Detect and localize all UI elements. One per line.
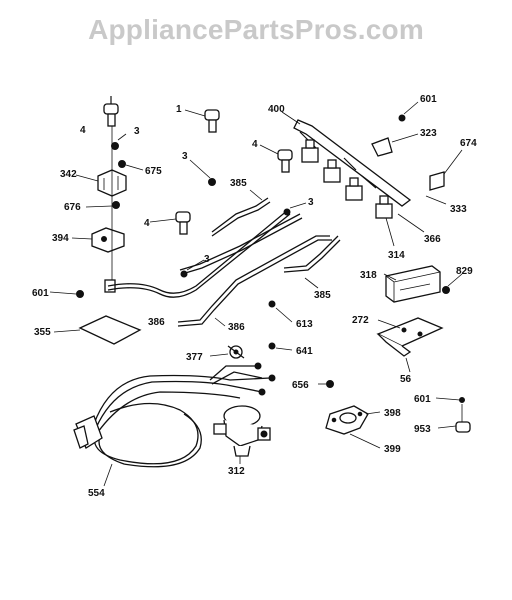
screw-part-675[interactable]	[118, 160, 126, 168]
label-3c: 3	[308, 197, 314, 208]
tube-part-386-long[interactable]	[107, 209, 289, 294]
regulator-part-312[interactable]	[213, 405, 271, 457]
label-3b: 3	[182, 151, 188, 162]
burner-valve-a[interactable]	[301, 139, 319, 163]
wire-harness-part-554[interactable]	[73, 362, 276, 468]
label-641: 641	[296, 346, 313, 357]
label-656: 656	[292, 380, 309, 391]
label-554: 554	[88, 488, 105, 499]
screw-part-641[interactable]	[268, 342, 276, 350]
label-366: 366	[424, 234, 441, 245]
bracket-part-674[interactable]	[429, 171, 445, 191]
label-386a: 386	[148, 317, 165, 328]
tube-part-386-mid[interactable]	[179, 213, 301, 271]
label-377: 377	[186, 352, 203, 363]
screw-part-829[interactable]	[442, 286, 450, 294]
label-4a: 4	[80, 125, 86, 136]
label-386b: 386	[228, 322, 245, 333]
label-1: 1	[176, 104, 182, 115]
clip-part-323[interactable]	[371, 137, 393, 157]
label-613: 613	[296, 319, 313, 330]
label-3d: 3	[204, 254, 210, 265]
screw-part-656[interactable]	[326, 380, 334, 388]
valve-part-4-lower[interactable]	[175, 211, 191, 235]
label-318: 318	[360, 270, 377, 281]
igniter-module-part-318[interactable]	[385, 265, 441, 303]
label-312: 312	[228, 466, 245, 477]
screw-part-601-top[interactable]	[398, 114, 406, 122]
tube-part-386-right[interactable]	[177, 235, 330, 323]
label-674: 674	[460, 138, 477, 149]
burner-valve-314[interactable]	[375, 195, 393, 219]
label-323: 323	[420, 128, 437, 139]
screw-part-601-left[interactable]	[76, 290, 84, 298]
label-314: 314	[388, 250, 405, 261]
label-272: 272	[352, 315, 369, 326]
valve-part-1[interactable]	[204, 109, 220, 133]
label-400: 400	[268, 104, 285, 115]
label-675: 675	[145, 166, 162, 177]
bracket-part-394[interactable]	[91, 227, 125, 253]
watermark: AppliancePartsPros.com	[88, 14, 424, 45]
screw-part-3-center[interactable]	[208, 178, 216, 186]
plate-part-56[interactable]	[377, 333, 412, 357]
valve-part-4-center[interactable]	[277, 149, 293, 173]
label-56: 56	[400, 374, 412, 385]
label-394: 394	[52, 233, 69, 244]
label-355: 355	[34, 327, 51, 338]
burner-valve-b[interactable]	[323, 159, 341, 183]
clamp-part-377[interactable]	[227, 345, 245, 359]
label-601a: 601	[32, 288, 49, 299]
tube-part-385-lower[interactable]	[283, 235, 339, 269]
label-601c: 601	[414, 394, 431, 405]
valve-part-4-top[interactable]	[103, 96, 119, 127]
screw-part-601-bottom[interactable]	[459, 397, 465, 403]
screw-part-613[interactable]	[268, 300, 276, 308]
cap-part-953[interactable]	[455, 421, 471, 433]
screw-part-676[interactable]	[112, 201, 120, 209]
label-333: 333	[450, 204, 467, 215]
label-829: 829	[456, 266, 473, 277]
label-385a: 385	[230, 178, 247, 189]
label-385b: 385	[314, 290, 331, 301]
screw-part-3[interactable]	[111, 142, 119, 150]
label-342: 342	[60, 169, 77, 180]
label-4b: 4	[252, 139, 258, 150]
label-399: 399	[384, 444, 401, 455]
label-3a: 3	[134, 126, 140, 137]
label-601b: 601	[420, 94, 437, 105]
tube-part-385-upper[interactable]	[211, 197, 269, 233]
label-398: 398	[384, 408, 401, 419]
gasket-part-398[interactable]	[325, 405, 369, 435]
plate-part-355[interactable]	[78, 315, 142, 345]
label-953: 953	[414, 424, 431, 435]
label-676: 676	[64, 202, 81, 213]
label-4c: 4	[144, 218, 150, 229]
burner-valve-c[interactable]	[345, 177, 363, 201]
